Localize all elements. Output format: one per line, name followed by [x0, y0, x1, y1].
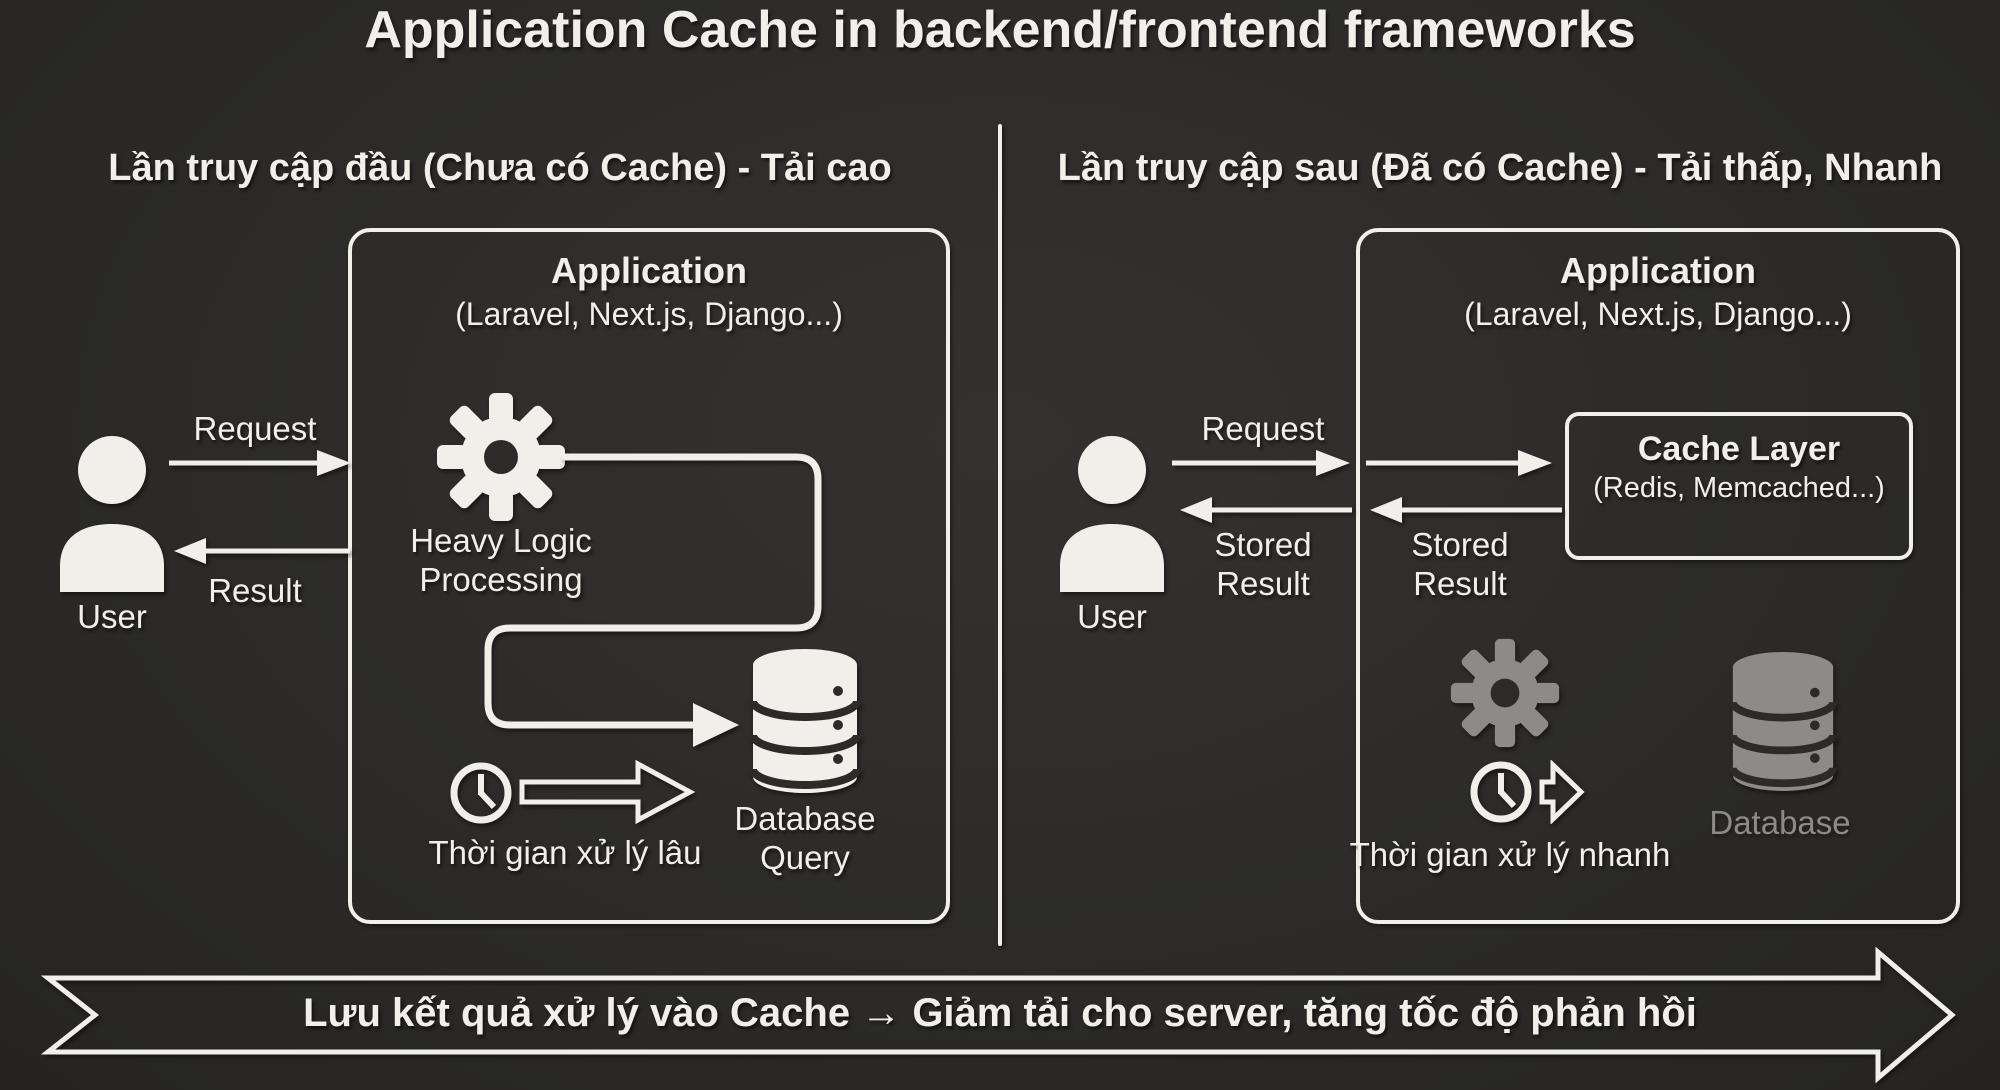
left-request-arrow-icon	[169, 450, 351, 476]
page-title: Application Cache in backend/frontend fr…	[364, 1, 1636, 59]
user-icon	[1060, 436, 1164, 592]
left-time-label: Thời gian xử lý lâu	[428, 834, 702, 871]
right-application-subtitle: (Laravel, Next.js, Django...)	[1464, 296, 1852, 333]
right-time-label: Thời gian xử lý nhanh	[1349, 836, 1671, 873]
cache-layer-subtitle: (Redis, Memcached...)	[1593, 471, 1885, 504]
banner-text: Lưu kết quả xử lý vào Cache → Giảm tải c…	[303, 991, 1697, 1035]
clock-icon	[450, 762, 512, 824]
left-result-label: Result	[208, 572, 302, 609]
left-slow-arrow-icon	[519, 760, 696, 825]
left-user-label: User	[77, 598, 147, 635]
right-fast-arrow-icon	[1539, 760, 1585, 824]
panel-divider	[998, 124, 1002, 946]
left-application-title: Application	[551, 250, 747, 291]
right-stored-result-user-label: Stored Result	[1214, 526, 1312, 602]
right-request-label: Request	[1201, 410, 1325, 447]
right-database-label: Database	[1709, 804, 1851, 841]
left-result-arrow-icon	[174, 538, 350, 564]
banner-arrow	[40, 946, 1956, 1084]
right-stored-result-arrow-outer-icon	[1180, 497, 1352, 523]
database-icon	[749, 649, 861, 793]
right-panel-heading: Lần truy cập sau (Đã có Cache) - Tải thấ…	[1057, 147, 1943, 189]
right-application-title: Application	[1560, 250, 1756, 291]
right-request-arrow-inner-icon	[1366, 450, 1552, 476]
connector-line	[484, 453, 822, 747]
right-request-arrow-outer-icon	[1172, 450, 1350, 476]
left-panel-heading: Lần truy cập đầu (Chưa có Cache) - Tải c…	[108, 147, 892, 189]
database-icon-inactive	[1728, 651, 1838, 791]
right-stored-result-cache-label: Stored Result	[1411, 526, 1509, 602]
left-application-subtitle: (Laravel, Next.js, Django...)	[455, 296, 843, 333]
left-database-label: Database Query	[734, 800, 876, 876]
clock-icon	[1470, 761, 1532, 823]
left-request-label: Request	[193, 410, 317, 447]
right-stored-result-arrow-inner-icon	[1370, 497, 1562, 523]
left-process-label: Heavy Logic Processing	[410, 522, 592, 598]
left-application-box: Application (Laravel, Next.js, Django...…	[348, 228, 950, 924]
gear-icon-inactive	[1450, 638, 1560, 748]
right-application-box: Application (Laravel, Next.js, Django...…	[1356, 228, 1960, 924]
cache-layer-title: Cache Layer	[1637, 430, 1841, 468]
cache-layer-box: Cache Layer (Redis, Memcached...)	[1565, 412, 1913, 560]
user-icon	[60, 436, 164, 592]
gear-icon	[437, 393, 565, 521]
right-user-label: User	[1077, 598, 1147, 635]
